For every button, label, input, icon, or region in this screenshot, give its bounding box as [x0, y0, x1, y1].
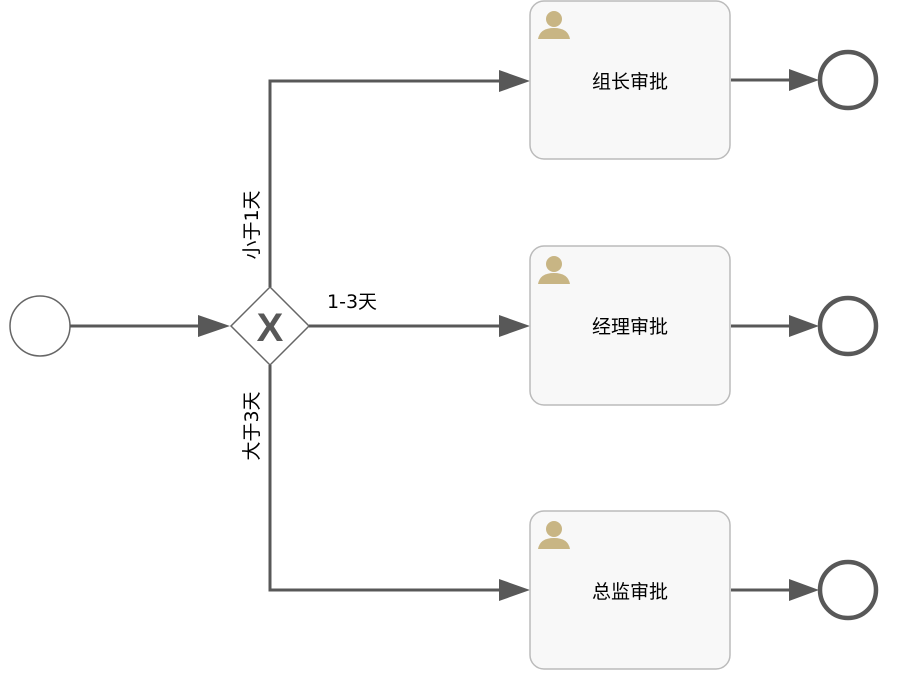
task-label: 总监审批	[592, 581, 668, 603]
user-icon	[538, 11, 570, 39]
start-event[interactable]	[9, 295, 71, 357]
sequence-flow-to-end-1[interactable]	[731, 69, 819, 91]
user-task-manager[interactable]: 经理审批	[529, 245, 731, 406]
flow-label-mid: 1-3天	[327, 291, 377, 313]
user-task-team-lead[interactable]: 组长审批	[529, 0, 731, 160]
arrowhead	[789, 315, 819, 337]
arrowhead	[789, 579, 819, 601]
user-icon	[538, 256, 570, 284]
task-label: 经理审批	[592, 316, 668, 338]
flow-label-gt3: 大于3天	[241, 391, 263, 460]
exclusive-gateway[interactable]: X	[229, 285, 311, 367]
task-label: 组长审批	[592, 71, 668, 93]
gateway-x-marker: X	[257, 306, 284, 350]
sequence-flow-start-to-gateway[interactable]	[70, 315, 230, 337]
end-event[interactable]	[817, 559, 879, 621]
sequence-flow-to-end-3[interactable]	[731, 579, 819, 601]
user-icon	[538, 521, 570, 549]
end-event[interactable]	[817, 49, 879, 111]
arrowhead	[198, 315, 230, 337]
flow-label-lt1: 小于1天	[241, 190, 263, 259]
end-event[interactable]	[817, 295, 879, 357]
user-task-director[interactable]: 总监审批	[529, 510, 731, 670]
arrowhead	[499, 579, 530, 601]
arrowhead	[789, 69, 819, 91]
sequence-flow-lt1[interactable]	[268, 70, 530, 287]
arrowhead	[499, 70, 530, 92]
arrowhead	[499, 315, 530, 337]
sequence-flow-gt3[interactable]	[268, 365, 530, 601]
sequence-flow-to-end-2[interactable]	[731, 315, 819, 337]
sequence-flow-mid[interactable]	[309, 315, 530, 337]
